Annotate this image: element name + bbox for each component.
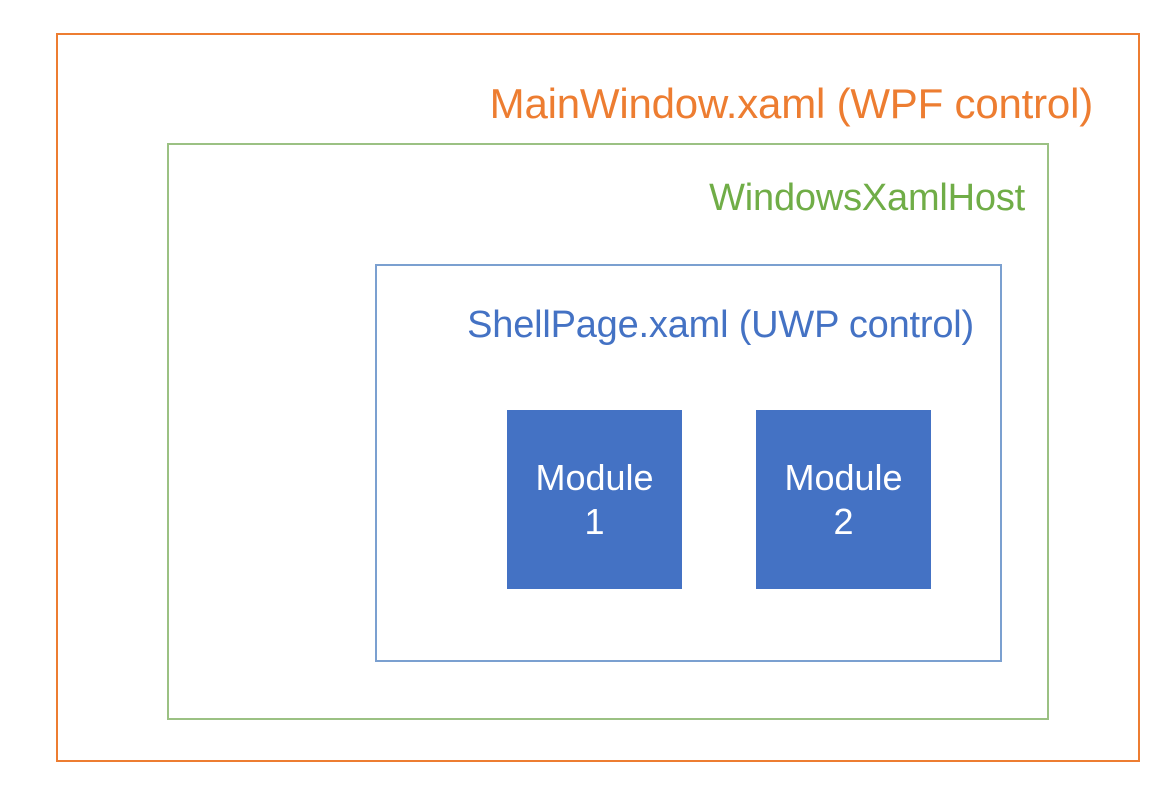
label-shellpage-xaml: ShellPage.xaml (UWP control): [467, 304, 974, 346]
container-shellpage-xaml: ShellPage.xaml (UWP control) Module 1 Mo…: [375, 264, 1002, 662]
container-mainwindow-xaml: MainWindow.xaml (WPF control) WindowsXam…: [56, 33, 1140, 762]
container-windows-xaml-host: WindowsXamlHost ShellPage.xaml (UWP cont…: [167, 143, 1049, 720]
module-1-number: 1: [584, 500, 605, 542]
module-1-title: Module: [535, 456, 654, 498]
module-box-2: Module 2: [756, 410, 931, 589]
module-box-1: Module 1: [507, 410, 682, 589]
label-windows-xaml-host: WindowsXamlHost: [709, 177, 1025, 219]
module-2-title: Module: [784, 456, 903, 498]
label-mainwindow-xaml: MainWindow.xaml (WPF control): [489, 80, 1094, 127]
module-2-number: 2: [833, 500, 854, 542]
